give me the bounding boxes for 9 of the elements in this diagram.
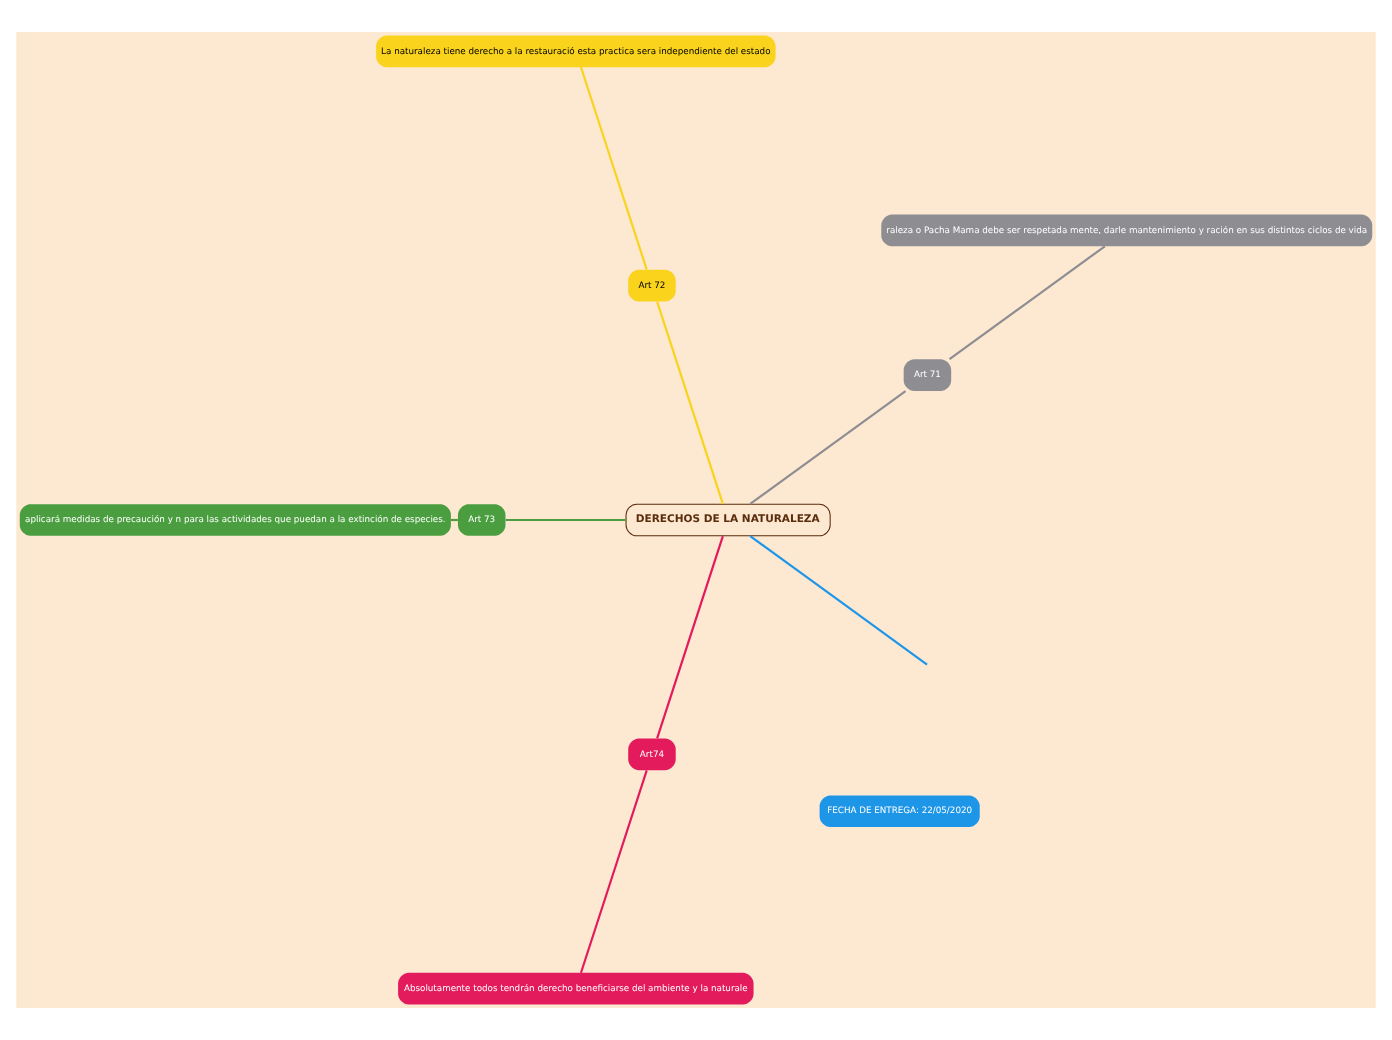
connector xyxy=(579,66,648,270)
connector xyxy=(505,518,626,522)
connector xyxy=(656,535,724,739)
connector xyxy=(579,770,648,974)
connector xyxy=(948,245,1106,361)
connector xyxy=(749,535,928,666)
connector xyxy=(451,518,458,522)
connector xyxy=(749,390,907,505)
connector xyxy=(656,301,724,505)
